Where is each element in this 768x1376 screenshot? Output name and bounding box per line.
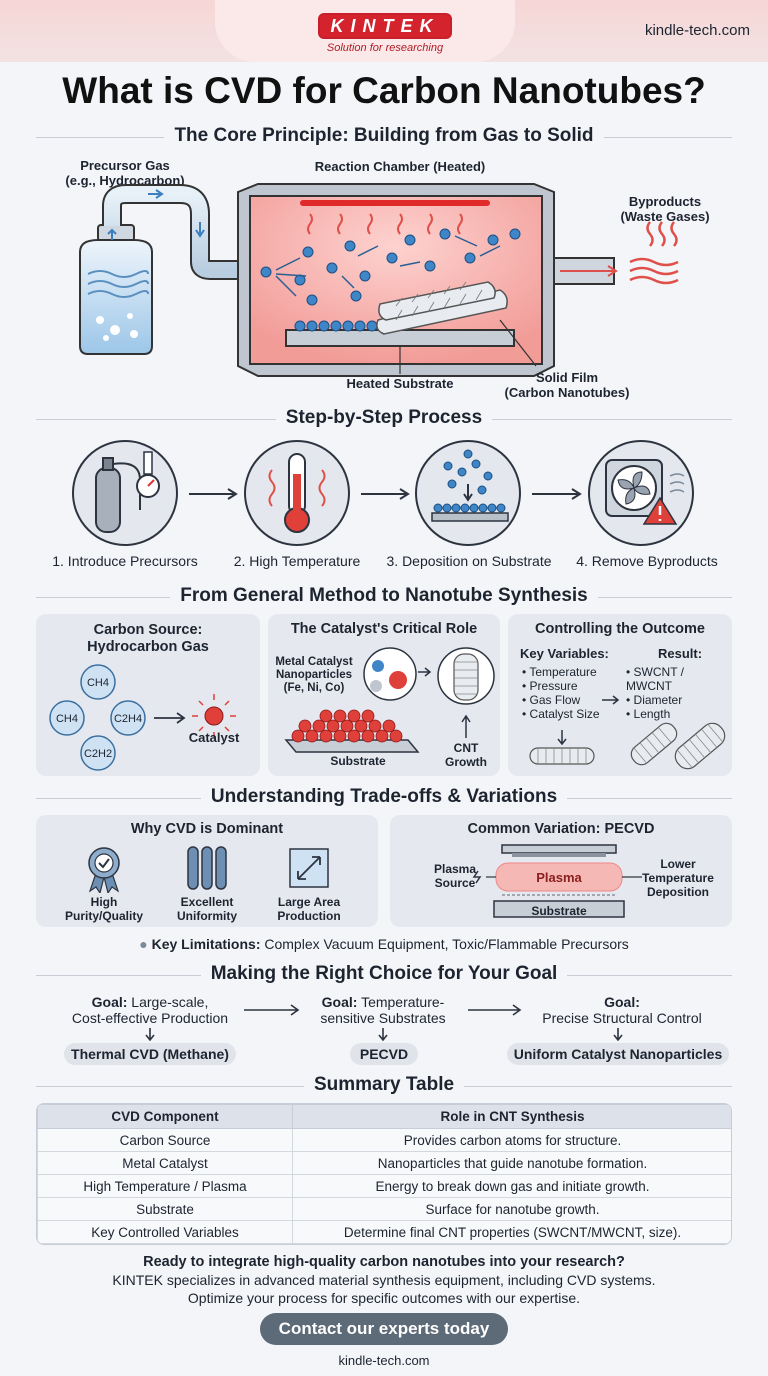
contact-experts-button[interactable]: Contact our experts today (260, 1313, 508, 1345)
catalyst-diagram-icon (284, 647, 495, 753)
bullet-icon: ● (139, 936, 152, 952)
catalyst-role-card: The Catalyst's Critical Role Metal Catal… (268, 614, 500, 776)
logo-tagline: Solution for researching (326, 42, 444, 54)
benefit-icons (88, 846, 329, 893)
deposition-icon (431, 449, 509, 522)
step-3-label: 3. Deposition on Substrate (386, 553, 552, 569)
exhaust-fan-icon (605, 459, 685, 525)
controlling-outcome-card: Controlling the Outcome Key Variables: •… (508, 614, 732, 776)
footer-line-1: KINTEK specializes in advanced material … (112, 1272, 656, 1288)
step-1-label: 1. Introduce Precursors (52, 553, 198, 569)
pecvd-diagram-icon (472, 844, 642, 918)
column-header: CVD Component (37, 1104, 293, 1129)
byproducts-label: Byproducts(Waste Gases) (620, 194, 710, 224)
pecvd-substrate-label: Substrate (531, 904, 587, 918)
goal-3-text: Goal: Precise Structural Control (542, 994, 702, 1026)
key-variables-list: • Temperature• Pressure• Gas Flow• Catal… (522, 665, 600, 721)
controlling-title: Controlling the Outcome (535, 621, 705, 637)
goal-2-text: Goal: Temperature- sensitive Substrates (320, 994, 446, 1026)
gas-bottle-icon (79, 224, 153, 355)
carbon-source-card: Carbon Source:Hydrocarbon Gas CH4 CH4 C2… (36, 614, 260, 776)
result-uniform-catalyst: Uniform Catalyst Nanoparticles (507, 1043, 729, 1065)
key-variables-title: Key Variables: (520, 646, 609, 661)
expand-area-icon (289, 848, 329, 888)
footer-question: Ready to integrate high-quality carbon n… (143, 1254, 625, 1270)
nanotube-variants-icon (529, 695, 726, 770)
molecule-2: CH4 (55, 713, 78, 725)
table-header-row: CVD Component Role in CNT Synthesis (37, 1104, 731, 1129)
thermometer-icon (268, 453, 326, 533)
section-general-heading: From General Method to Nanotube Synthesi… (36, 585, 732, 609)
section-choice-heading: Making the Right Choice for Your Goal (36, 963, 732, 987)
step-2-label: 2. High Temperature (233, 553, 361, 569)
page-title: What is CVD for Carbon Nanotubes? (62, 70, 706, 111)
section-steps-heading: Step-by-Step Process (36, 407, 732, 431)
chamber-label: Reaction Chamber (Heated) (314, 159, 486, 174)
site-link-top[interactable]: kindle-tech.com (644, 22, 750, 39)
film-label: Solid Film(Carbon Nanotubes) (504, 370, 630, 400)
plasma-label: Plasma (536, 870, 582, 885)
section-tradeoffs-heading: Understanding Trade-offs & Variations (36, 786, 732, 810)
result-pecvd: PECVD (350, 1043, 418, 1065)
goal-arrows (145, 1004, 623, 1042)
pecvd-title: Common Variation: PECVD (467, 821, 655, 837)
molecule-3: C2H4 (113, 713, 143, 725)
substrate-label: Heated Substrate (346, 376, 454, 391)
catalyst-role-title: The Catalyst's Critical Role (290, 621, 478, 637)
step-4-label: 4. Remove Byproducts (576, 553, 718, 569)
gas-cylinder-icon (95, 451, 160, 533)
result-title: Result: (658, 646, 703, 661)
section-summary-heading: Summary Table (36, 1074, 732, 1098)
section-core-heading: The Core Principle: Building from Gas to… (36, 125, 732, 149)
cvd-chamber-diagram (79, 183, 679, 377)
catalyst-substrate-label: Substrate (330, 754, 386, 768)
result-list: • SWCNT / MWCNT• Diameter• Length (626, 665, 684, 721)
column-header: Role in CNT Synthesis (292, 1104, 731, 1129)
key-limitations: ● Key Limitations: Complex Vacuum Equipm… (139, 936, 629, 952)
site-link-bottom[interactable]: kindle-tech.com (338, 1353, 430, 1368)
molecule-1: CH4 (86, 677, 109, 689)
uniform-tubes-icon (187, 846, 227, 890)
hydrocarbon-molecules-icon (49, 664, 236, 771)
footer-line-2: Optimize your process for specific outco… (187, 1290, 581, 1306)
molecule-4: C2H2 (83, 748, 113, 760)
why-cvd-title: Why CVD is Dominant (130, 821, 284, 837)
award-ribbon-icon (88, 847, 120, 893)
result-thermal-cvd: Thermal CVD (Methane) (64, 1043, 236, 1065)
catalyst-label: Catalyst (188, 730, 240, 745)
steps-diagram (72, 440, 694, 546)
summary-table: CVD Component Role in CNT Synthesis Carb… (36, 1103, 732, 1245)
cnt-film-icon (376, 281, 508, 335)
goal-1-text: Goal: Large-scale, Cost-effective Produc… (71, 994, 229, 1026)
kintek-logo[interactable]: KINTEK (318, 13, 452, 39)
